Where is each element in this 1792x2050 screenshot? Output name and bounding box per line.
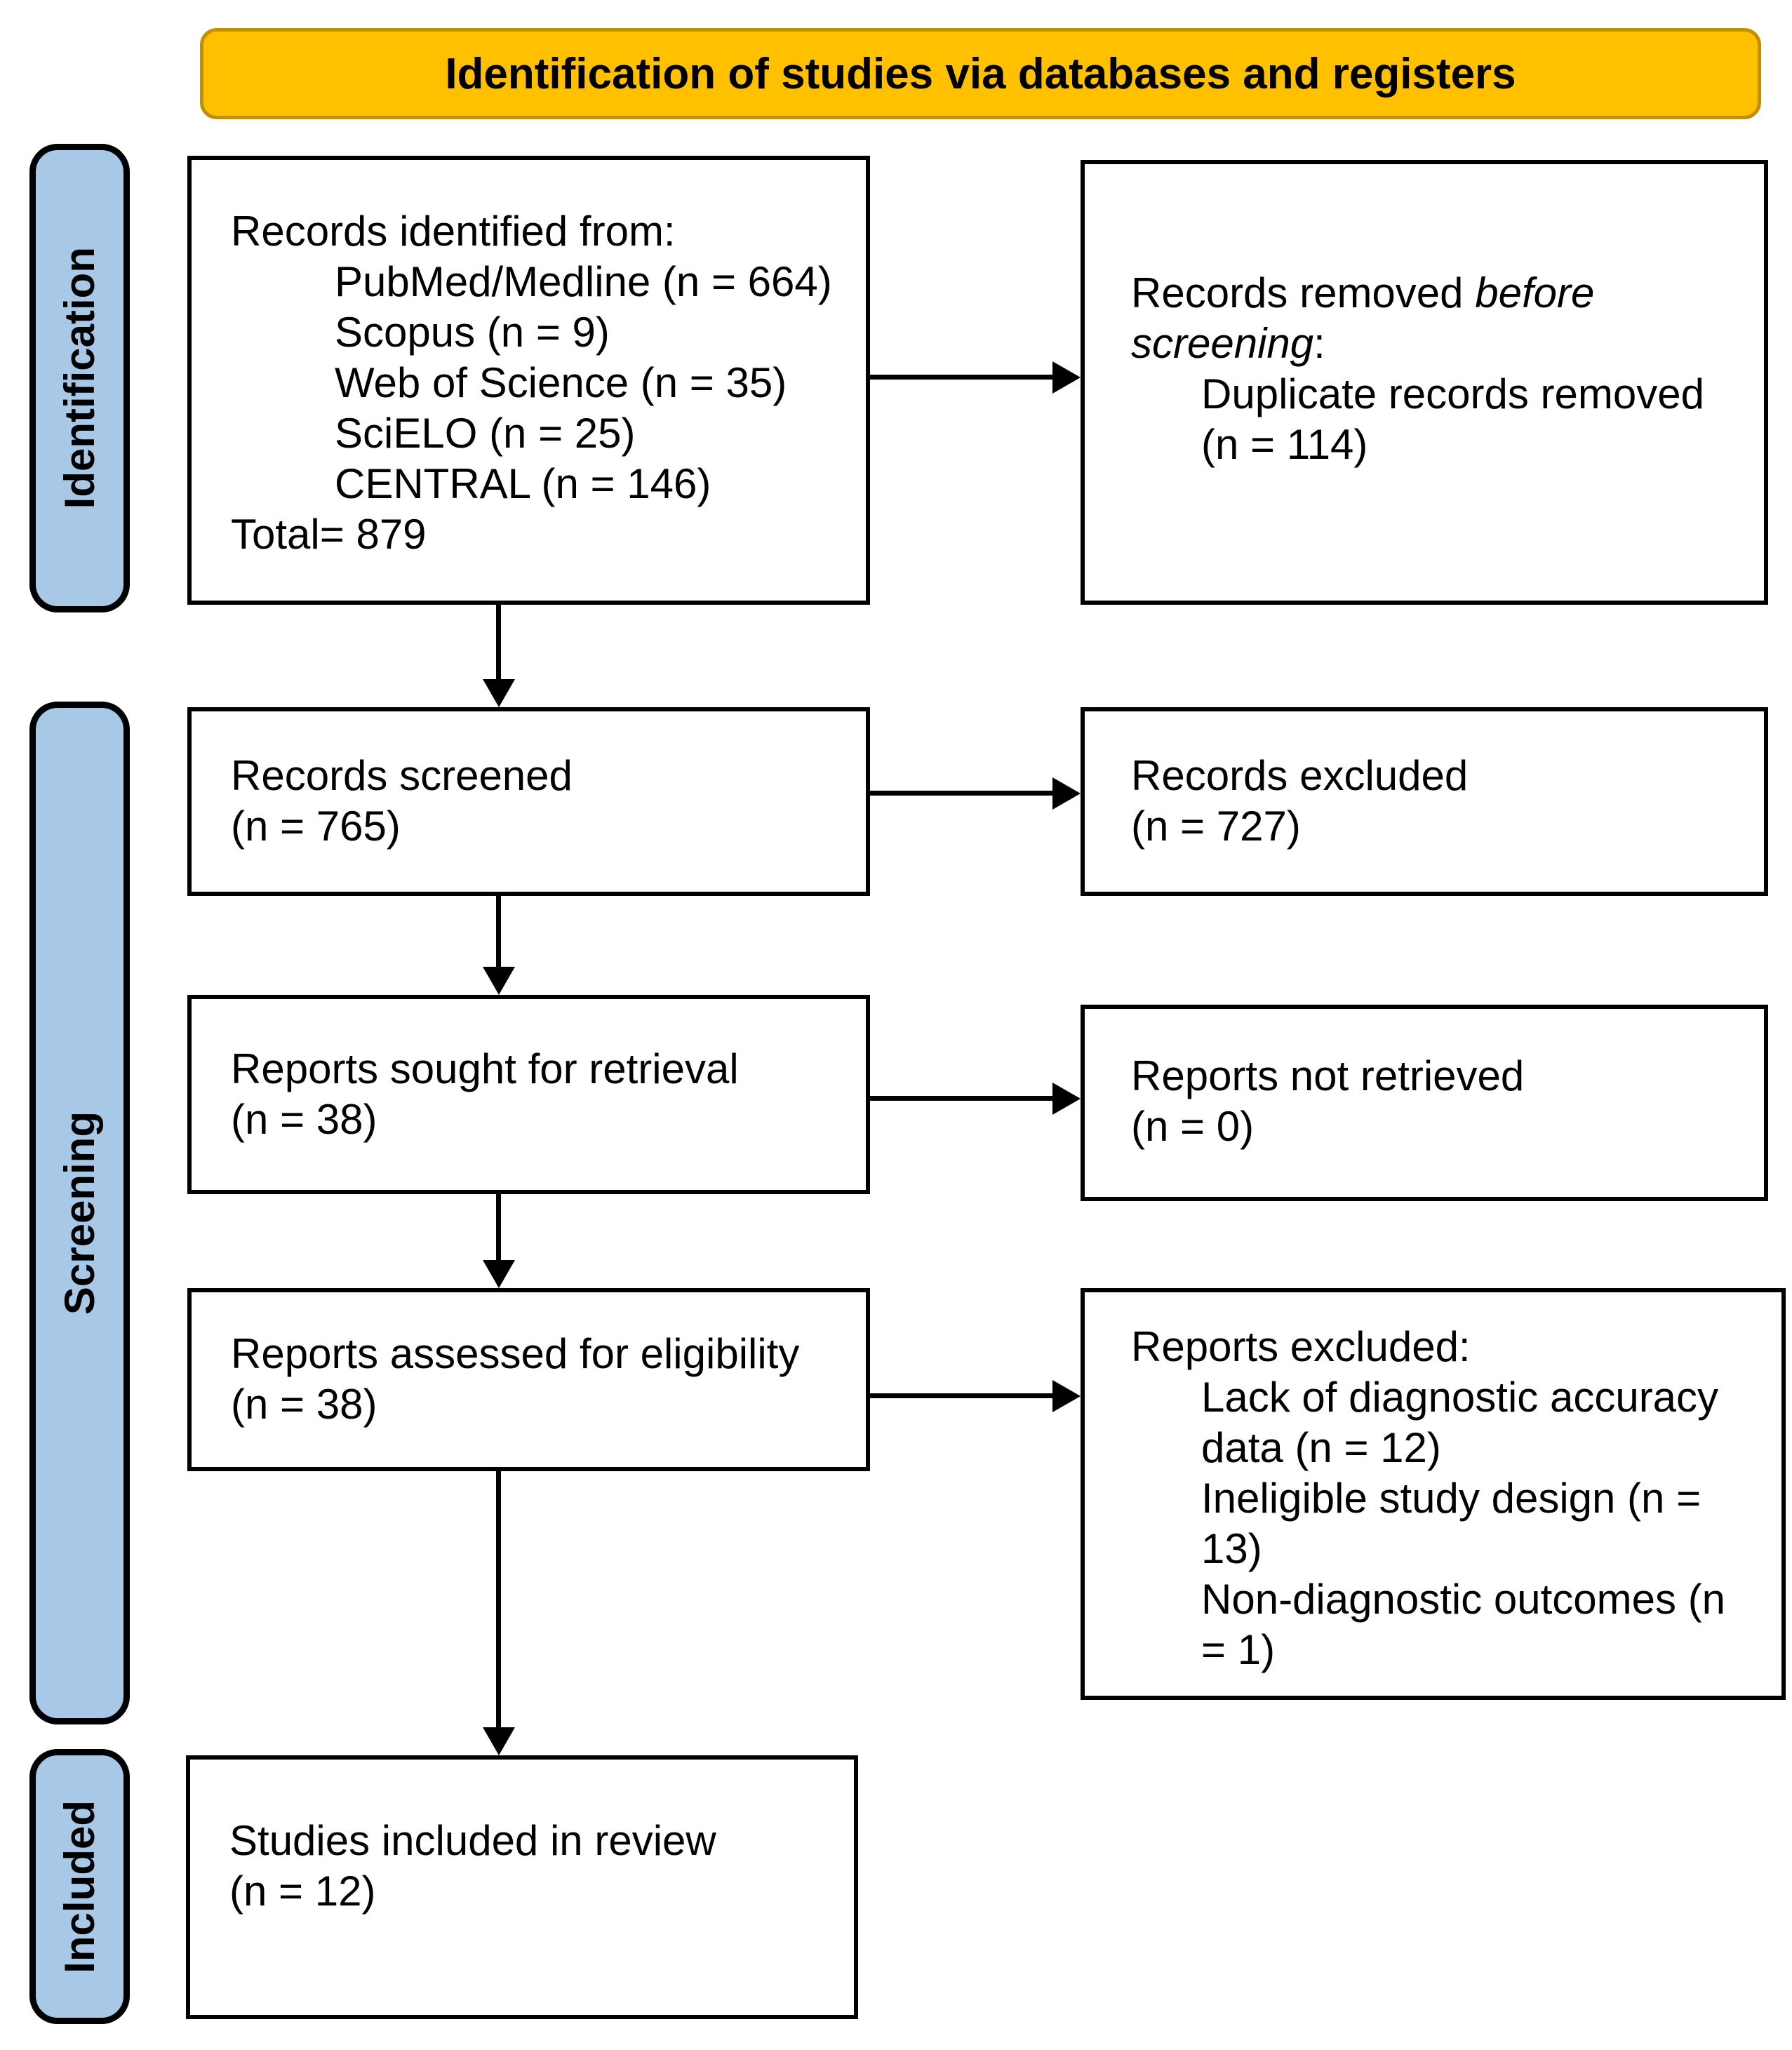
source-item: CENTRAL (n = 146) <box>335 460 711 507</box>
source-item: PubMed/Medline (n = 664) <box>335 258 832 305</box>
arrow-head-icon <box>1052 361 1081 394</box>
box-studies-included: Studies included in review (n = 12) <box>186 1755 858 2019</box>
box-records-removed: Records removed before screening: Duplic… <box>1081 160 1768 605</box>
source-item: Web of Science (n = 35) <box>335 359 787 406</box>
reports-not-retrieved-label: Reports not retrieved <box>1131 1052 1525 1099</box>
arrow-head-icon <box>1052 1380 1081 1412</box>
studies-included-count: (n = 12) <box>229 1868 376 1915</box>
reports-sought-label: Reports sought for retrieval <box>231 1045 739 1092</box>
stage-identification: Identification <box>29 144 130 612</box>
records-removed-colon: : <box>1313 320 1325 367</box>
arrow-line <box>496 1471 501 1729</box>
records-identified-heading: Records identified from: <box>231 208 676 255</box>
records-removed-heading: Records removed before screening: <box>1131 268 1734 369</box>
source-item: Scopus (n = 9) <box>335 309 610 356</box>
studies-included-label: Studies included in review <box>229 1817 716 1864</box>
records-identified-total: Total= 879 <box>231 511 427 558</box>
records-removed-text: Records removed <box>1131 269 1476 316</box>
arrow-line <box>496 896 501 968</box>
box-reports-sought: Reports sought for retrieval (n = 38) <box>187 995 870 1194</box>
arrow-line <box>870 791 1054 796</box>
stage-screening-label: Screening <box>56 1111 103 1315</box>
box-records-screened: Records screened (n = 765) <box>187 707 870 896</box>
stage-screening: Screening <box>29 702 130 1724</box>
stage-identification-label: Identification <box>56 247 103 509</box>
arrow-head-icon <box>1052 777 1081 810</box>
arrow-line <box>870 375 1054 380</box>
records-excluded-count: (n = 727) <box>1131 803 1301 850</box>
banner: Identification of studies via databases … <box>200 28 1761 119</box>
exclusion-reason: Lack of diagnostic accuracy data (n = 12… <box>1201 1374 1719 1471</box>
arrow-line <box>496 1194 501 1261</box>
stage-included-label: Included <box>56 1800 103 1974</box>
arrow-head-icon <box>483 679 515 707</box>
exclusion-reason: Ineligible study design (n = 13) <box>1201 1475 1701 1572</box>
reports-assessed-label: Reports assessed for eligibility <box>231 1330 800 1377</box>
reports-assessed-count: (n = 38) <box>231 1381 377 1428</box>
banner-title: Identification of studies via databases … <box>445 49 1516 98</box>
reports-sought-count: (n = 38) <box>231 1096 377 1143</box>
arrow-line <box>870 1393 1054 1398</box>
box-reports-assessed: Reports assessed for eligibility (n = 38… <box>187 1288 870 1471</box>
records-screened-count: (n = 765) <box>231 803 401 850</box>
records-removed-count: (n = 114) <box>1201 421 1368 468</box>
arrow-line <box>870 1096 1054 1101</box>
reports-not-retrieved-count: (n = 0) <box>1131 1103 1255 1150</box>
reports-excluded-heading: Reports excluded: <box>1131 1323 1471 1370</box>
records-screened-label: Records screened <box>231 752 573 799</box>
exclusion-reason: Non-diagnostic outcomes (n = 1) <box>1201 1576 1726 1673</box>
box-records-excluded: Records excluded (n = 727) <box>1081 707 1768 896</box>
arrow-head-icon <box>483 1260 515 1288</box>
box-reports-excluded: Reports excluded: Lack of diagnostic acc… <box>1081 1288 1786 1700</box>
stage-included: Included <box>29 1749 130 2024</box>
box-reports-not-retrieved: Reports not retrieved (n = 0) <box>1081 1005 1768 1201</box>
arrow-head-icon <box>483 967 515 995</box>
box-records-identified: Records identified from: PubMed/Medline … <box>187 156 870 605</box>
records-removed-reason: Duplicate records removed <box>1201 370 1704 417</box>
arrow-line <box>496 605 501 682</box>
source-item: SciELO (n = 25) <box>335 410 636 457</box>
arrow-head-icon <box>1052 1083 1081 1115</box>
records-excluded-label: Records excluded <box>1131 752 1469 799</box>
arrow-head-icon <box>483 1727 515 1755</box>
records-removed-italic-text: before screening <box>1131 269 1595 367</box>
